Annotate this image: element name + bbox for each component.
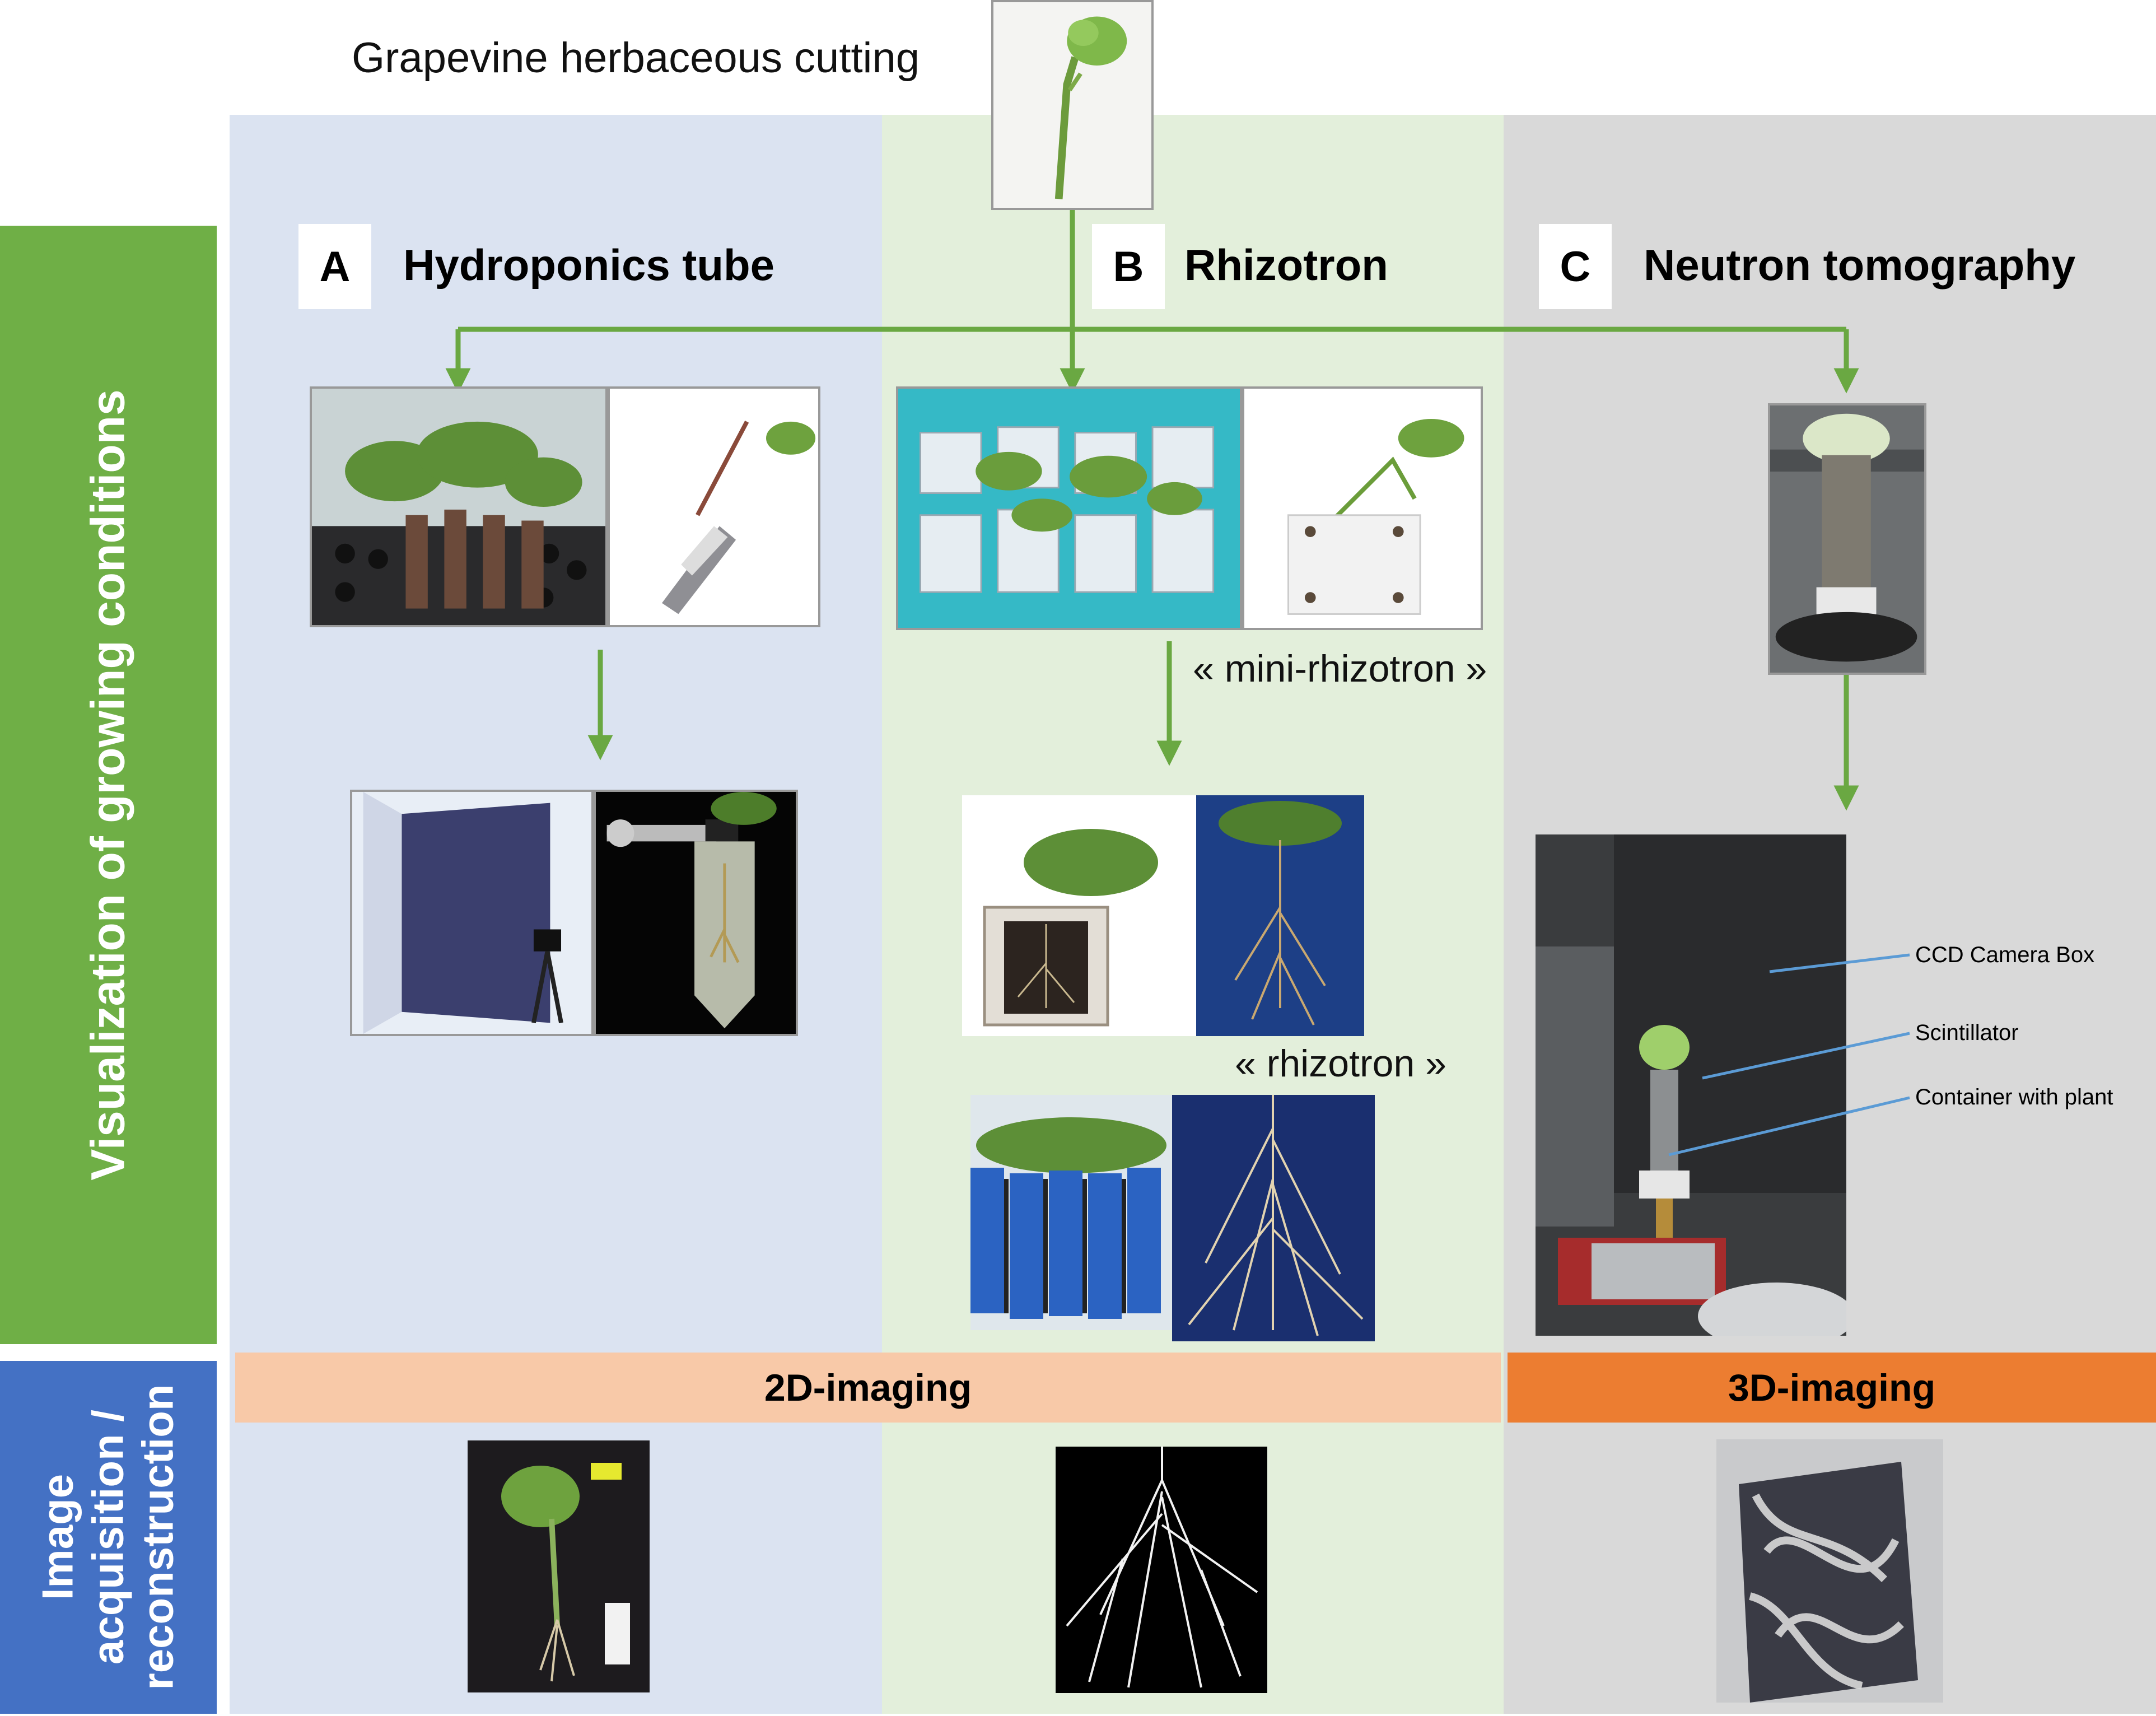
panel-a-letter: A: [298, 224, 371, 309]
tube-roots-photo: [594, 790, 798, 1036]
diagram-title: Grapevine herbaceous cutting: [352, 34, 920, 82]
container-pointer: [1668, 1096, 1910, 1157]
tube-roots-illustration: [596, 792, 796, 1034]
neutron-setup-photo: [1536, 834, 1846, 1336]
neutron-container-illustration: [1770, 405, 1924, 673]
scanned-plant-photo: [468, 1440, 650, 1692]
rhizotron-root-system-illustration: [1172, 1095, 1375, 1341]
image-acquisition-label: Image acquisition / reconstruction: [0, 1361, 217, 1714]
band-2d-imaging: 2D-imaging: [235, 1353, 1501, 1423]
growing-conditions-label: Visualization of growing conditions: [0, 226, 217, 1344]
camera-setup-photo: [350, 790, 594, 1036]
neutron-3d-reconstruction-illustration: [1716, 1439, 1943, 1703]
mini-rhizotron-tray-photo: [896, 386, 1242, 630]
cutting-illustration: [993, 3, 1151, 207]
rhizotron-caption: « rhizotron »: [1235, 1042, 1446, 1085]
mini-rhizotron-roots-illustration: [962, 795, 1196, 1036]
single-tube-illustration: [610, 389, 818, 625]
rhizotron-roots-illustration: [1196, 795, 1364, 1036]
panel-c-heading: Neutron tomography: [1644, 240, 2076, 290]
panel-b-letter: B: [1092, 224, 1165, 309]
rhizotron-greenhouse-illustration: [970, 1095, 1172, 1330]
binary-root-illustration: [1056, 1447, 1267, 1693]
hydroponics-tray-illustration: [312, 389, 605, 625]
mini-rhizotron-single-photo: [1242, 386, 1483, 630]
mini-rhizotron-tray-illustration: [898, 389, 1240, 628]
cutting-photo: [991, 0, 1154, 210]
annotation-ccd-camera-box: CCD Camera Box: [1915, 943, 2095, 967]
hydroponics-tray-photo: [310, 386, 608, 627]
band-3d-imaging: 3D-imaging: [1508, 1353, 2156, 1423]
ccd-camera-box-pointer: [1769, 953, 1910, 973]
rhizotron-root-system-photo: [1172, 1095, 1375, 1341]
panel-b-heading: Rhizotron: [1184, 240, 1388, 290]
panel-c-letter: C: [1539, 224, 1612, 309]
single-tube-photo: [608, 386, 820, 627]
binary-root-image: [1056, 1447, 1267, 1693]
annotation-scintillator: Scintillator: [1915, 1020, 2019, 1045]
annotation-container-with-plant: Container with plant: [1915, 1085, 2113, 1109]
scintillator-pointer: [1702, 1032, 1910, 1080]
camera-setup-illustration: [352, 792, 591, 1034]
mini-rhizotron-roots-photo: [962, 795, 1196, 1036]
panel-a-heading: Hydroponics tube: [403, 240, 775, 290]
mini-rhizotron-single-illustration: [1244, 389, 1481, 628]
neutron-setup-illustration: [1536, 834, 1846, 1336]
mini-rhizotron-caption: « mini-rhizotron »: [1193, 647, 1487, 690]
rhizotron-roots-photo: [1196, 795, 1364, 1036]
rhizotron-greenhouse-photo: [970, 1095, 1172, 1330]
neutron-container-photo: [1768, 403, 1926, 675]
scanned-plant-illustration: [468, 1440, 650, 1692]
neutron-3d-reconstruction: [1716, 1439, 1943, 1703]
